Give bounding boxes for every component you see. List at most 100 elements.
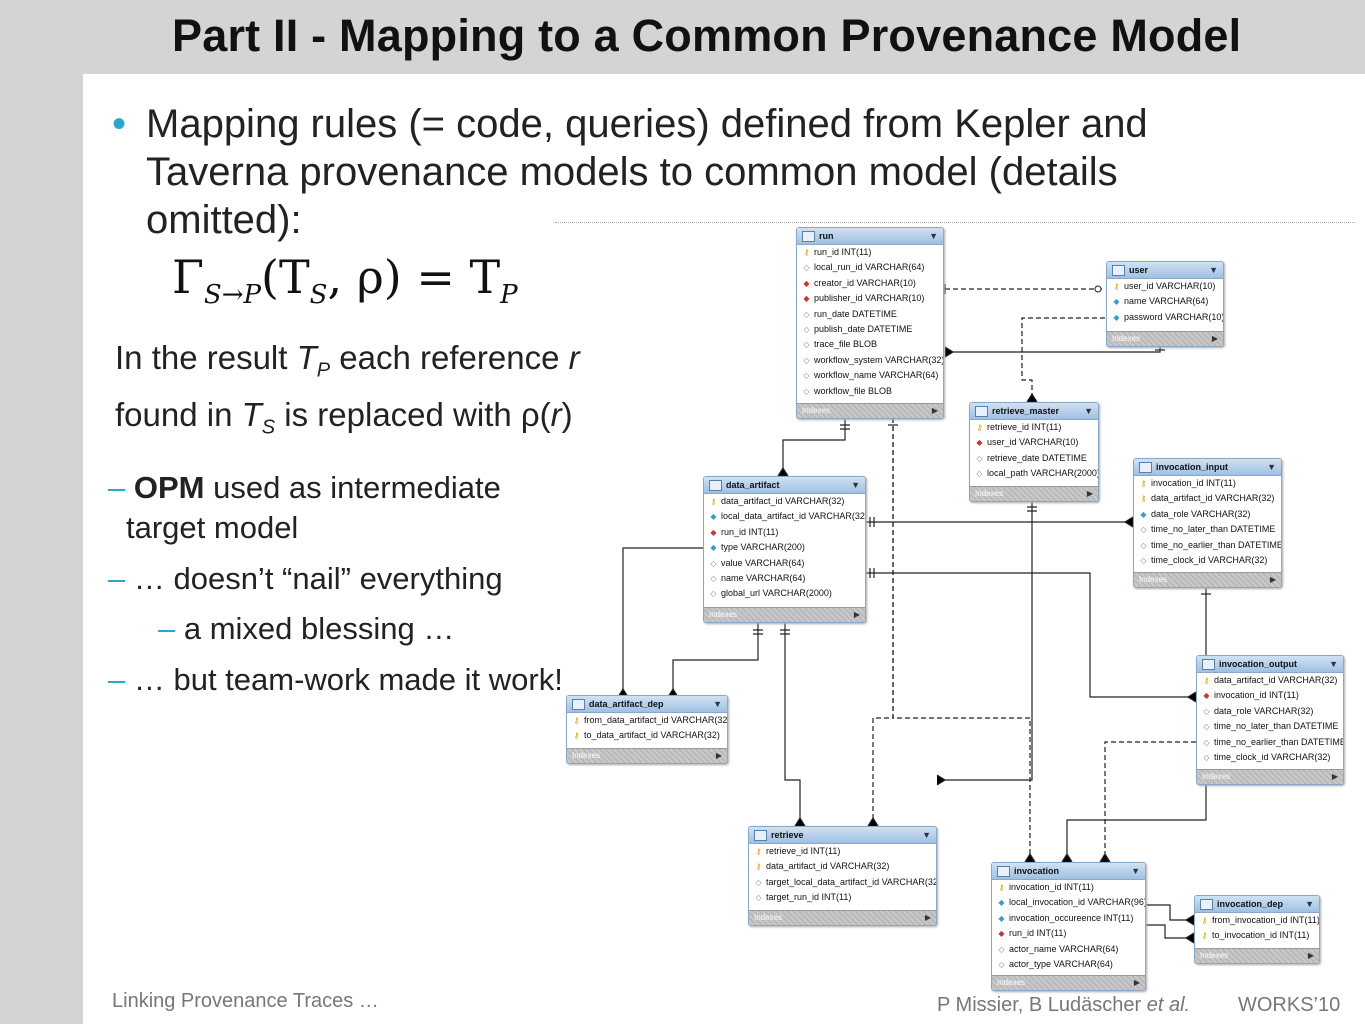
table-column-row[interactable]: ◆local_invocation_id VARCHAR(96) <box>992 895 1145 910</box>
chevron-down-icon[interactable]: ▼ <box>929 231 938 241</box>
table-column-row[interactable]: ◇time_no_later_than DATETIME <box>1197 719 1343 734</box>
table-column-row[interactable]: ◆name VARCHAR(64) <box>1107 294 1223 309</box>
table-column-row[interactable]: ⚷data_artifact_id VARCHAR(32) <box>749 859 936 874</box>
table-user[interactable]: user▼ ⚷user_id VARCHAR(10)◆name VARCHAR(… <box>1106 261 1224 347</box>
column-label: actor_type VARCHAR(64) <box>1009 958 1113 969</box>
table-column-row[interactable]: ◇target_local_data_artifact_id VARCHAR(3… <box>749 875 936 890</box>
table-invocation-dep[interactable]: invocation_dep▼ ⚷from_invocation_id INT(… <box>1194 895 1320 964</box>
table-column-row[interactable]: ◆run_id INT(11) <box>704 525 865 540</box>
chevron-right-icon[interactable]: ▶ <box>715 751 722 760</box>
column-label: local_path VARCHAR(2000) <box>987 468 1099 479</box>
table-column-row[interactable]: ⚷data_artifact_id VARCHAR(32) <box>1134 491 1281 506</box>
table-column-row[interactable]: ◇ time_no_earlier_than DATETIME <box>1134 538 1281 553</box>
table-invocation-output[interactable]: invocation_output▼ ⚷data_artifact_id VAR… <box>1196 655 1344 785</box>
chevron-right-icon[interactable]: ▶ <box>924 913 931 922</box>
key-icon: ⚷ <box>998 883 1005 892</box>
chevron-down-icon[interactable]: ▼ <box>1131 866 1140 876</box>
table-column-row[interactable]: ◇target_run_id INT(11) <box>749 890 936 905</box>
table-column-row[interactable]: ⚷data_artifact_id VARCHAR(32) <box>704 494 865 509</box>
table-column-row[interactable]: ◆local_data_artifact_id VARCHAR(32) <box>704 509 865 524</box>
table-column-row[interactable]: ◆type VARCHAR(200) <box>704 540 865 555</box>
footer-authors: P Missier, B Ludäscher et al. <box>937 994 1191 1016</box>
diamond-icon: ◆ <box>803 278 810 288</box>
chevron-right-icon[interactable]: ▶ <box>1331 772 1338 781</box>
diamond-outline-icon: ◇ <box>998 944 1005 954</box>
table-column-row[interactable]: ◇data_role VARCHAR(32) <box>1197 704 1343 719</box>
table-column-row[interactable]: ⚷to_invocation_id INT(11) <box>1195 928 1319 943</box>
chevron-down-icon[interactable]: ▼ <box>1329 659 1338 669</box>
key-icon: ⚷ <box>573 716 580 725</box>
chevron-down-icon[interactable]: ▼ <box>851 480 860 490</box>
table-column-row[interactable]: ◇run_date DATETIME <box>797 307 943 322</box>
chevron-right-icon[interactable]: ▶ <box>931 406 938 415</box>
chevron-right-icon[interactable]: ▶ <box>853 610 860 619</box>
table-column-row[interactable]: ◆run_id INT(11) <box>992 926 1145 941</box>
table-column-row[interactable]: ◇time_clock_id VARCHAR(32) <box>1134 553 1281 568</box>
table-column-row[interactable]: ⚷user_id VARCHAR(10) <box>1107 279 1223 294</box>
table-column-row[interactable]: ◇time_clock_id VARCHAR(32) <box>1197 750 1343 765</box>
table-invocation-input[interactable]: invocation_input▼ ⚷invocation_id INT(11)… <box>1133 458 1282 588</box>
chevron-right-icon[interactable]: ▶ <box>1133 978 1140 987</box>
diamond-outline-icon: ◇ <box>1140 540 1147 550</box>
table-column-row[interactable]: ◇local_run_id VARCHAR(64) <box>797 260 943 275</box>
table-column-row[interactable]: ◇workflow_system VARCHAR(32) <box>797 353 943 368</box>
column-label: target_run_id INT(11) <box>766 892 852 903</box>
table-retrieve-master[interactable]: retrieve_master▼ ⚷retrieve_id INT(11)◆us… <box>969 402 1099 502</box>
table-columns: ⚷retrieve_id INT(11)⚷data_artifact_id VA… <box>749 844 936 906</box>
column-label: workflow_system VARCHAR(32) <box>814 354 944 365</box>
table-column-row[interactable]: ◇global_url VARCHAR(2000) <box>704 586 865 601</box>
table-column-row[interactable]: ◆password VARCHAR(10) <box>1107 310 1223 325</box>
table-column-row[interactable]: ◇trace_file BLOB <box>797 337 943 352</box>
column-label: invocation_id INT(11) <box>1009 882 1094 892</box>
sub-bullet-opm: – OPM used as intermediate <box>108 470 501 505</box>
column-label: data_role VARCHAR(32) <box>1214 705 1314 716</box>
table-column-row[interactable]: ◇time_no_earlier_than DATETIME <box>1197 735 1343 750</box>
table-column-row[interactable]: ⚷from_data_artifact_id VARCHAR(32) <box>567 713 727 728</box>
table-column-row[interactable]: ◆creator_id VARCHAR(10) <box>797 276 943 291</box>
chevron-right-icon[interactable]: ▶ <box>1211 334 1218 343</box>
table-data-artifact[interactable]: data_artifact▼ ⚷data_artifact_id VARCHAR… <box>703 476 866 623</box>
table-column-row[interactable]: ⚷invocation_id INT(11) <box>1134 476 1281 491</box>
table-column-row[interactable]: ◇ actor_name VARCHAR(64) <box>992 942 1145 957</box>
table-column-row[interactable]: ⚷retrieve_id INT(11) <box>970 420 1098 435</box>
table-column-row[interactable]: ◇local_path VARCHAR(2000) <box>970 466 1098 481</box>
table-column-row[interactable]: ◆invocation_occureence INT(11) <box>992 911 1145 926</box>
table-column-row[interactable]: ◇workflow_file BLOB <box>797 384 943 399</box>
table-column-row[interactable]: ◆user_id VARCHAR(10) <box>970 435 1098 450</box>
diamond-outline-icon: ◇ <box>998 959 1005 969</box>
column-label: actor_name VARCHAR(64) <box>1009 943 1119 954</box>
chevron-down-icon[interactable]: ▼ <box>1305 899 1314 909</box>
table-column-row[interactable]: ⚷from_invocation_id INT(11) <box>1195 913 1319 928</box>
table-column-row[interactable]: ◇workflow_name VARCHAR(64) <box>797 368 943 383</box>
table-column-row[interactable]: ◇ actor_type VARCHAR(64) <box>992 957 1145 972</box>
table-column-row[interactable]: ⚷data_artifact_id VARCHAR(32) <box>1197 673 1343 688</box>
table-column-row[interactable]: ◆data_role VARCHAR(32) <box>1134 507 1281 522</box>
table-invocation[interactable]: invocation▼ ⚷invocation_id INT(11)◆local… <box>991 862 1146 991</box>
table-data-artifact-dep[interactable]: data_artifact_dep▼ ⚷from_data_artifact_i… <box>566 695 728 764</box>
table-column-row[interactable]: ⚷to_data_artifact_id VARCHAR(32) <box>567 728 727 743</box>
table-column-row[interactable]: ◆publisher_id VARCHAR(10) <box>797 291 943 306</box>
table-run[interactable]: run▼ ⚷run_id INT(11)◇local_run_id VARCHA… <box>796 227 944 419</box>
table-column-row[interactable]: ◇time_no_later_than DATETIME <box>1134 522 1281 537</box>
table-columns: ⚷from_invocation_id INT(11)⚷to_invocatio… <box>1195 913 1319 944</box>
table-column-row[interactable]: ⚷retrieve_id INT(11) <box>749 844 936 859</box>
column-label: invocation_occureence INT(11) <box>1009 912 1134 923</box>
chevron-down-icon[interactable]: ▼ <box>922 830 931 840</box>
chevron-right-icon[interactable]: ▶ <box>1086 489 1093 498</box>
table-column-row[interactable]: ◇value VARCHAR(64) <box>704 556 865 571</box>
chevron-right-icon[interactable]: ▶ <box>1269 575 1276 584</box>
table-column-row[interactable]: ⚷ invocation_id INT(11) <box>992 880 1145 895</box>
table-column-row[interactable]: ⚷run_id INT(11) <box>797 245 943 260</box>
chevron-down-icon[interactable]: ▼ <box>1084 406 1093 416</box>
chevron-down-icon[interactable]: ▼ <box>1209 265 1218 275</box>
table-column-row[interactable]: ◇name VARCHAR(64) <box>704 571 865 586</box>
table-icon <box>572 699 585 710</box>
column-label: time_no_earlier_than DATETIME <box>1151 539 1282 550</box>
table-column-row[interactable]: ◇publish_date DATETIME <box>797 322 943 337</box>
table-column-row[interactable]: ◆invocation_id INT(11) <box>1197 688 1343 703</box>
chevron-down-icon[interactable]: ▼ <box>1267 462 1276 472</box>
table-column-row[interactable]: ◇retrieve_date DATETIME <box>970 451 1098 466</box>
chevron-right-icon[interactable]: ▶ <box>1307 951 1314 960</box>
chevron-down-icon[interactable]: ▼ <box>713 699 722 709</box>
table-retrieve[interactable]: retrieve▼ ⚷retrieve_id INT(11)⚷data_arti… <box>748 826 937 926</box>
